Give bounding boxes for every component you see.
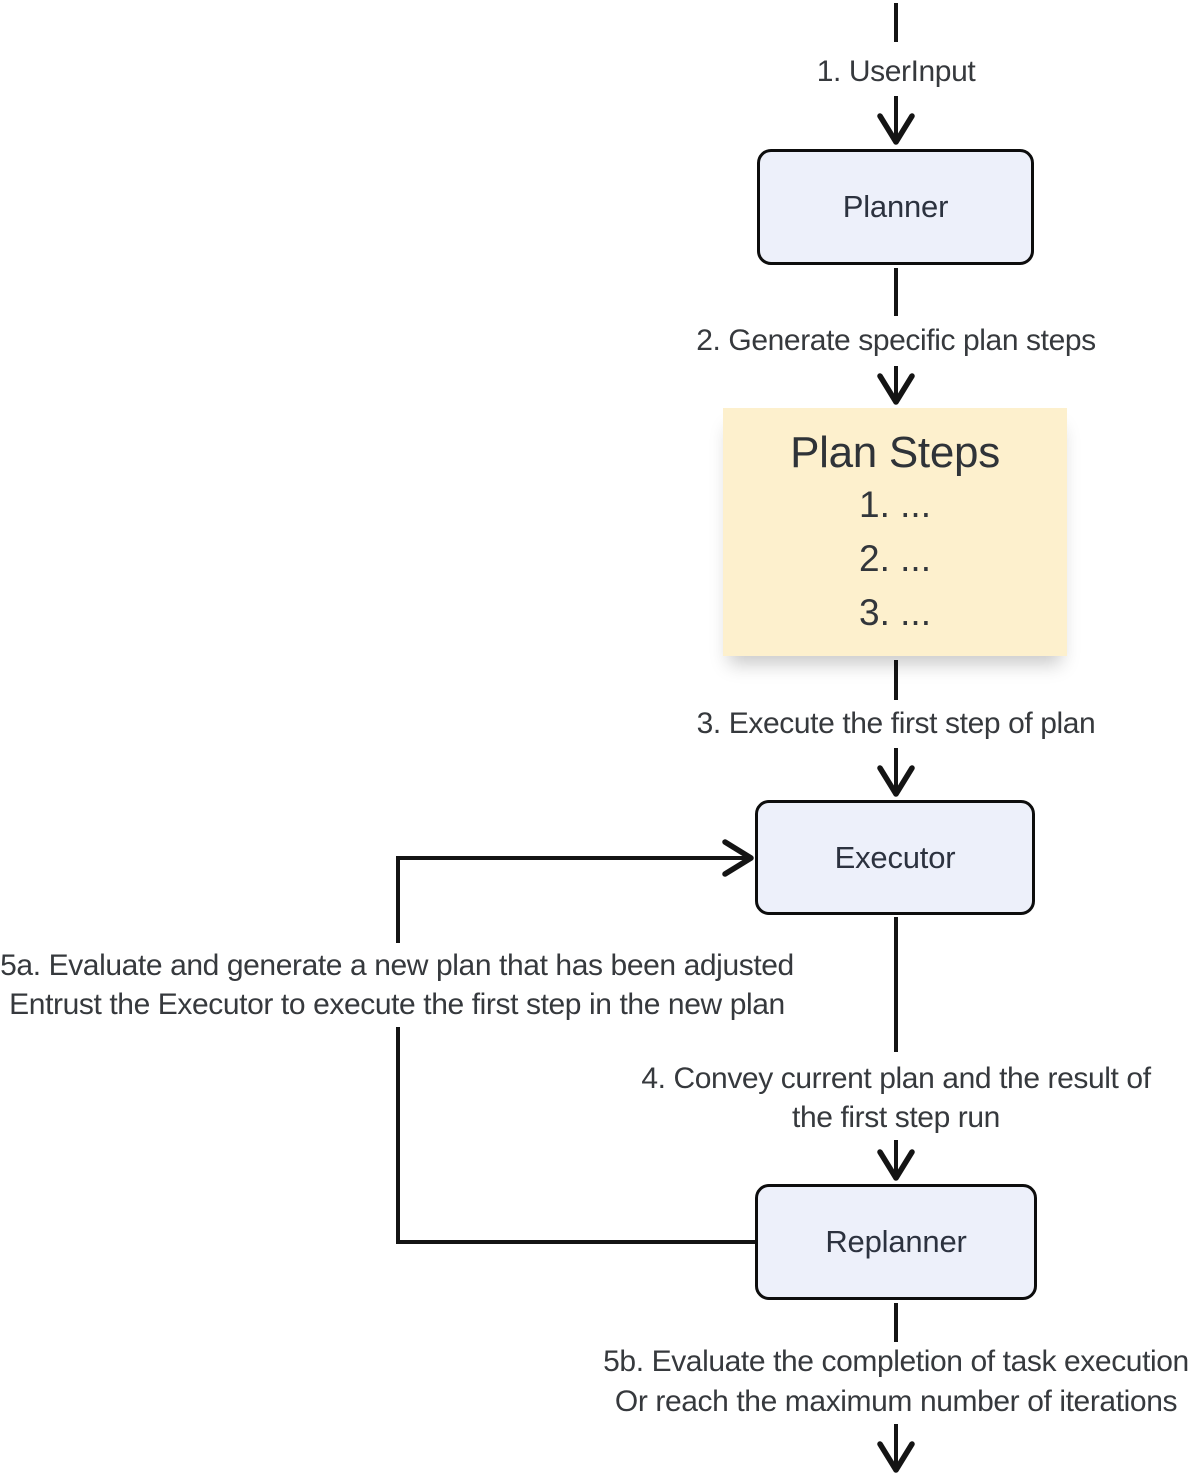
executor-label: Executor — [834, 839, 956, 875]
label-finish-condition: 5b. Evaluate the completion of task exec… — [566, 1342, 1192, 1422]
planner-label: Planner — [842, 189, 949, 224]
plan-steps-title: Plan Steps — [790, 428, 1000, 477]
label-finish-condition-line1: 5b. Evaluate the completion of task exec… — [603, 1345, 1189, 1378]
label-user-input: 1. UserInput — [816, 55, 976, 88]
label-replan-loop-line1: 5a. Evaluate and generate a new plan tha… — [0, 949, 794, 982]
label-convey-result-line2: the first step run — [792, 1101, 1000, 1134]
node-plan-steps: Plan Steps 1. ... 2. ... 3. ... — [723, 408, 1067, 656]
label-convey-result-line1: 4. Convey current plan and the result of — [641, 1062, 1151, 1095]
plan-step-item-1: 1. ... — [859, 484, 931, 525]
label-execute-first-step: 3. Execute the first step of plan — [696, 707, 1096, 740]
label-replan-loop: 5a. Evaluate and generate a new plan tha… — [0, 943, 797, 1027]
label-convey-result: 4. Convey current plan and the result of… — [566, 1059, 1192, 1137]
node-planner: Planner — [757, 149, 1034, 265]
edge-replan-loop — [396, 839, 757, 1244]
label-generate-steps: 2. Generate specific plan steps — [696, 324, 1096, 357]
replanner-label: Replanner — [825, 1224, 967, 1259]
label-finish-condition-line2: Or reach the maximum number of iteration… — [614, 1385, 1178, 1418]
label-replan-loop-line2: Entrust the Executor to execute the firs… — [9, 988, 785, 1021]
plan-step-item-2: 2. ... — [859, 538, 931, 579]
node-executor: Executor — [755, 800, 1035, 915]
plan-step-item-3: 3. ... — [859, 592, 931, 633]
node-replanner: Replanner — [755, 1184, 1037, 1300]
